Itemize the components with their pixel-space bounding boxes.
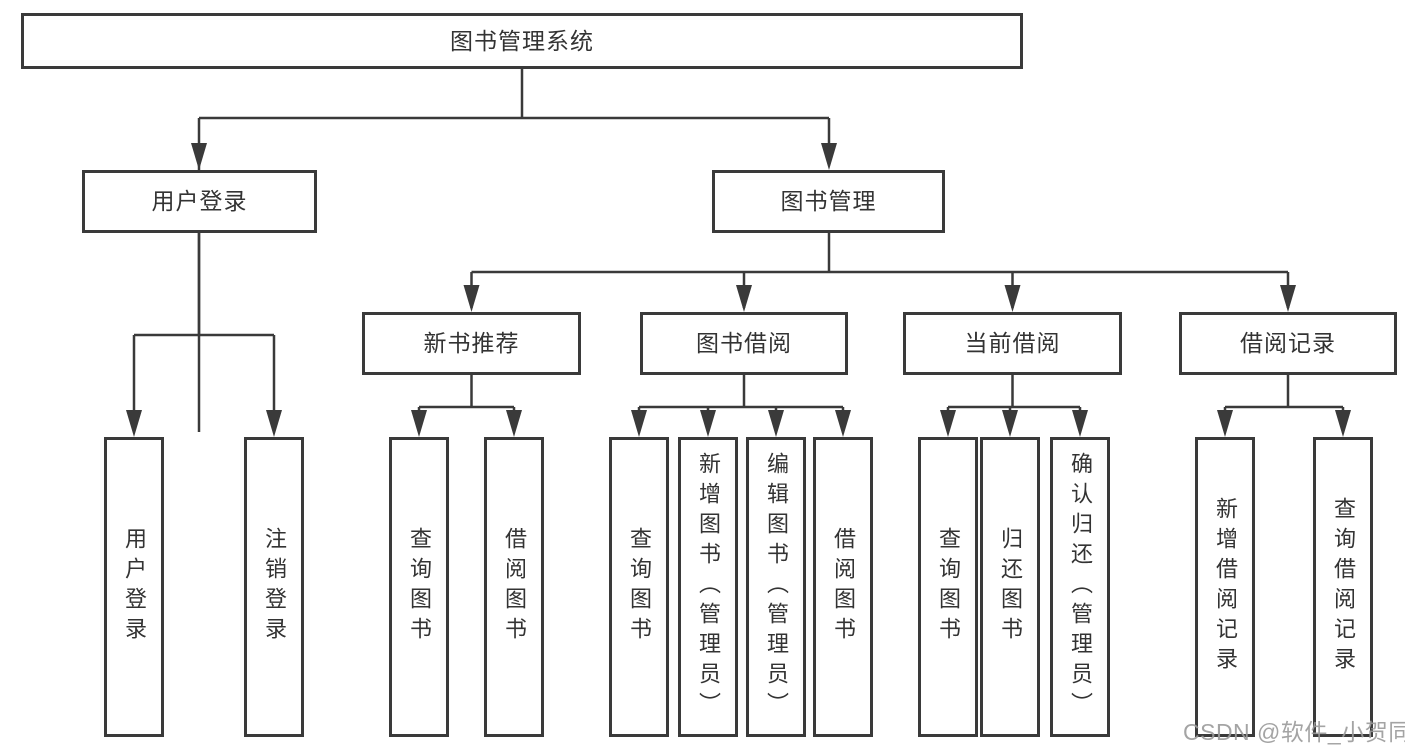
node-root: 图书管理系统 [21,13,1023,69]
node-user-login: 用户登录 [82,170,317,233]
node-label: 图书借阅 [696,330,792,356]
node-label: 查询图书 [936,527,961,647]
node-book-management: 图书管理 [712,170,945,233]
leaf-confirm-return-admin: 确认归还（管理员） [1050,437,1110,737]
node-label: 借阅图书 [502,527,527,647]
leaf-borrow-books: 借阅图书 [813,437,873,737]
node-label: 用户登录 [151,188,248,214]
leaf-query-borrow-record: 查询借阅记录 [1313,437,1373,737]
node-book-borrow: 图书借阅 [640,312,848,375]
node-borrow-records: 借阅记录 [1179,312,1397,375]
node-label: 确认归还（管理员） [1068,452,1093,722]
leaf-logout: 注销登录 [244,437,304,737]
node-label: 新增图书（管理员） [696,452,721,722]
node-label: 注销登录 [262,527,287,647]
csdn-watermark: CSDN @软件_小贺同学 [1183,719,1405,745]
leaf-add-borrow-record: 新增借阅记录 [1195,437,1255,737]
leaf-borrow-books-recommend: 借阅图书 [484,437,544,737]
node-label: 用户登录 [122,527,147,647]
node-label: 当前借阅 [964,330,1061,356]
node-label: 编辑图书（管理员） [764,452,789,722]
node-label: 借阅图书 [831,527,856,647]
node-new-book-recommend: 新书推荐 [362,312,581,375]
node-label: 图书管理 [780,188,877,214]
leaf-add-book-admin: 新增图书（管理员） [678,437,738,737]
leaf-query-books-current: 查询图书 [918,437,978,737]
node-label: 查询借阅记录 [1331,497,1356,677]
node-current-borrow: 当前借阅 [903,312,1122,375]
node-label: 新增借阅记录 [1213,497,1238,677]
leaf-return-book: 归还图书 [980,437,1040,737]
leaf-query-books-borrow: 查询图书 [609,437,669,737]
node-label: 新书推荐 [423,330,520,356]
leaf-user-login: 用户登录 [104,437,164,737]
node-label: 图书管理系统 [450,27,594,54]
leaf-edit-book-admin: 编辑图书（管理员） [746,437,806,737]
node-label: 借阅记录 [1240,330,1336,356]
node-label: 归还图书 [998,527,1023,647]
leaf-query-books-recommend: 查询图书 [389,437,449,737]
node-label: 查询图书 [407,527,432,647]
node-label: 查询图书 [627,527,652,647]
